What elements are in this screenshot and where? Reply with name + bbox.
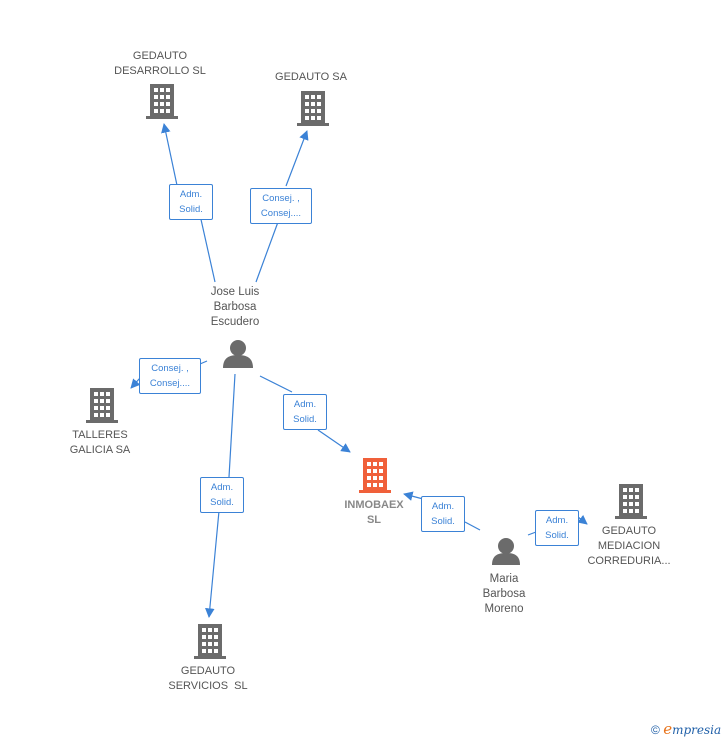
edge-label-maria-inmobaex[interactable]: Adm. Solid. [421, 496, 465, 532]
node-inmobaex[interactable]: INMOBAEX SL [324, 498, 424, 528]
copyright-icon: © [651, 723, 660, 737]
node-label-line: GEDAUTO [601, 525, 657, 537]
node-gedauto-sa[interactable]: GEDAUTO SA [261, 70, 361, 85]
edge-label-line: Adm. [545, 515, 569, 526]
edge-jose-to-inmobaex [259, 375, 350, 452]
person-icon [492, 538, 520, 565]
edge-label-line: Consej. , [151, 363, 189, 374]
edge-jose-to-talleres [131, 360, 208, 388]
node-label-line: INMOBAEX [344, 499, 404, 511]
edge-label-line: Adm. [431, 501, 455, 512]
building-icon [86, 388, 118, 423]
edge-jose-to-servicios [209, 373, 236, 617]
node-talleres-galicia[interactable]: TALLERES GALICIA SA [52, 428, 148, 458]
logo-letter: e [663, 720, 673, 738]
node-label-line: DESARROLLO SL [114, 65, 206, 77]
node-label-line: TALLERES [72, 429, 128, 441]
building-icon [615, 484, 647, 519]
node-maria-barbosa-moreno[interactable]: Maria Barbosa Moreno [454, 572, 554, 617]
empresia-footer[interactable]: © empresia [651, 720, 721, 738]
node-label-line: GALICIA SA [69, 444, 131, 456]
edge-label-line: Consej.... [149, 378, 191, 389]
building-icon [146, 84, 178, 119]
building-icon [297, 91, 329, 126]
logo-text: mpresia [672, 723, 722, 737]
node-gedauto-desarrollo[interactable]: GEDAUTO DESARROLLO SL [105, 49, 215, 79]
person-icon [223, 340, 253, 368]
node-label-line: GEDAUTO SA [275, 71, 347, 83]
building-icon [194, 624, 226, 659]
edge-label-jose-inmobaex[interactable]: Adm. Solid. [283, 394, 327, 430]
edge-label-line: Solid. [293, 414, 317, 425]
building-icon-highlighted [359, 458, 391, 493]
node-jose-luis-barbosa-escudero[interactable]: Jose Luis Barbosa Escudero [185, 285, 285, 330]
node-label-line: CORREDURIA... [587, 555, 671, 567]
node-label-line: Maria [489, 573, 519, 585]
node-gedauto-servicios[interactable]: GEDAUTO SERVICIOS SL [153, 664, 263, 694]
edge-label-line: Solid. [210, 497, 234, 508]
edge-jose-to-gedauto-sa [255, 131, 307, 283]
node-label-line: Barbosa [482, 588, 526, 600]
edge-label-line: Adm. [210, 482, 234, 493]
empresia-logo: empresia [663, 720, 722, 738]
edge-label-line: Solid. [431, 516, 455, 527]
node-label-line: SL [366, 514, 382, 526]
node-label-line: Escudero [210, 316, 260, 328]
edge-label-jose-desarrollo[interactable]: Adm. Solid. [169, 184, 213, 220]
edge-label-jose-gedauto-sa[interactable]: Consej. , Consej.... [250, 188, 312, 224]
edge-label-line: Adm. [293, 399, 317, 410]
node-label-line: GEDAUTO [132, 50, 188, 62]
edge-label-line: Consej. , [262, 193, 300, 204]
edge-label-line: Consej.... [260, 208, 302, 219]
node-label-line: Barbosa [213, 301, 257, 313]
node-label-line: Moreno [484, 603, 524, 615]
node-label-line: MEDIACION [597, 540, 661, 552]
edge-label-maria-mediacion[interactable]: Adm. Solid. [535, 510, 579, 546]
edge-label-jose-servicios[interactable]: Adm. Solid. [200, 477, 244, 513]
edge-label-jose-talleres[interactable]: Consej. , Consej.... [139, 358, 201, 394]
node-gedauto-mediacion[interactable]: GEDAUTO MEDIACION CORREDURIA... [574, 524, 684, 569]
edge-jose-to-desarrollo [164, 124, 216, 283]
node-label-line: Jose Luis [210, 286, 260, 298]
edge-label-line: Adm. [179, 189, 203, 200]
edge-maria-to-mediacion [527, 517, 587, 536]
edge-label-line: Solid. [179, 204, 203, 215]
node-label-line: GEDAUTO [180, 665, 236, 677]
edge-label-line: Solid. [545, 530, 569, 541]
node-label-line: SERVICIOS SL [168, 680, 248, 692]
